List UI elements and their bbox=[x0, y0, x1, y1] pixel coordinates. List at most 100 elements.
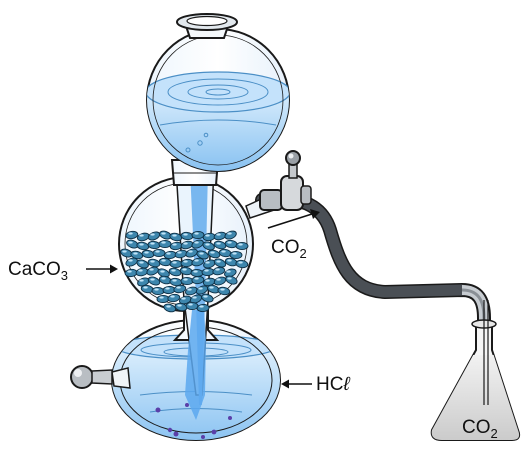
marble-chip-highlight bbox=[177, 304, 182, 307]
marble-chip bbox=[180, 276, 194, 286]
marble-chip-highlight bbox=[205, 243, 210, 246]
marble-chip bbox=[190, 268, 204, 278]
marble-chip-highlight bbox=[194, 232, 199, 235]
marble-chip-highlight bbox=[194, 277, 199, 280]
marble-chip-highlight bbox=[149, 268, 154, 271]
marble-chip-highlight bbox=[227, 277, 232, 280]
marble-chip-highlight bbox=[138, 269, 143, 272]
marble-chip-highlight bbox=[166, 305, 171, 308]
marble-chip-highlight bbox=[143, 286, 148, 289]
marble-chip bbox=[169, 259, 183, 269]
marble-chip bbox=[229, 250, 243, 260]
marble-chip-highlight bbox=[182, 268, 187, 271]
marble-chip-highlight bbox=[139, 279, 144, 282]
marble-chip-highlight bbox=[150, 242, 155, 245]
marble-chip-highlight bbox=[170, 295, 175, 298]
marble-chip-highlight bbox=[227, 259, 232, 262]
marble-chip-highlight bbox=[188, 303, 193, 306]
marble-chip-highlight bbox=[150, 233, 155, 236]
marble-chip-highlight bbox=[183, 260, 188, 263]
funnel-mouth bbox=[176, 13, 238, 39]
arrow-co2-out-icon bbox=[267, 209, 320, 229]
marble-chip bbox=[235, 241, 249, 251]
marble-chip-highlight bbox=[172, 261, 177, 264]
marble-chip-highlight bbox=[181, 297, 186, 300]
marble-chip-highlight bbox=[154, 288, 159, 291]
marble-chip bbox=[191, 230, 205, 240]
marble-chip-highlight bbox=[165, 287, 170, 290]
marble-chip-highlight bbox=[216, 278, 221, 281]
label-hcl: HCℓ bbox=[316, 374, 350, 395]
marble-chip-highlight bbox=[183, 278, 188, 281]
marble-chip-highlight bbox=[183, 233, 188, 236]
marble-chip-highlight bbox=[238, 243, 243, 246]
marble-chip-highlight bbox=[215, 268, 220, 271]
marble-chip-highlight bbox=[194, 241, 199, 244]
top-reservoir-bulb bbox=[146, 28, 290, 172]
marble-chip bbox=[152, 248, 166, 258]
marble-chip-highlight bbox=[216, 233, 221, 236]
marble-chip bbox=[162, 285, 176, 295]
marble-chip-highlight bbox=[205, 234, 210, 237]
stopcock-valve-icon[interactable] bbox=[259, 150, 312, 211]
marble-chip-highlight bbox=[221, 250, 226, 253]
label-caco3: CaCO3 bbox=[8, 259, 69, 283]
marble-chip-highlight bbox=[188, 250, 193, 253]
marble-chip-highlight bbox=[198, 287, 203, 290]
marble-chip-highlight bbox=[176, 286, 181, 289]
marble-chip-highlight bbox=[227, 241, 232, 244]
marble-chip-highlight bbox=[172, 279, 177, 282]
marble-chip-highlight bbox=[159, 296, 164, 299]
marble-chip-highlight bbox=[172, 234, 177, 237]
marble-chip-highlight bbox=[160, 270, 165, 273]
marble-chip-highlight bbox=[128, 232, 133, 235]
marble-chip-highlight bbox=[192, 296, 197, 299]
marble-chip-highlight bbox=[177, 251, 182, 254]
label-co2-flask: CO2 bbox=[462, 417, 498, 441]
marble-chip-highlight bbox=[144, 251, 149, 254]
label-co2-outlet: CO2 bbox=[271, 237, 307, 261]
marble-chip-highlight bbox=[220, 288, 225, 291]
marble-chip-highlight bbox=[194, 259, 199, 262]
marble-chip-highlight bbox=[204, 269, 209, 272]
delivery-tube bbox=[255, 191, 491, 407]
marble-chip-highlight bbox=[193, 270, 198, 273]
marble-chip-highlight bbox=[122, 250, 127, 253]
marble-chip-highlight bbox=[210, 251, 215, 254]
marble-chip bbox=[151, 286, 165, 296]
marble-chip-highlight bbox=[161, 241, 166, 244]
marble-chip-highlight bbox=[161, 259, 166, 262]
side-outlet-stopper-icon bbox=[70, 365, 131, 389]
marble-chip-highlight bbox=[172, 243, 177, 246]
marble-chip-highlight bbox=[203, 295, 208, 298]
marble-chip-highlight bbox=[127, 270, 132, 273]
marble-chip-highlight bbox=[205, 279, 210, 282]
marble-chip-highlight bbox=[183, 242, 188, 245]
marble-chip-highlight bbox=[128, 241, 133, 244]
marble-chip-highlight bbox=[139, 234, 144, 237]
marble-chip bbox=[185, 301, 199, 311]
marble-chip-highlight bbox=[199, 252, 204, 255]
arrow-hcl-icon bbox=[281, 379, 312, 389]
marble-chip-highlight bbox=[227, 232, 232, 235]
marble-chip-highlight bbox=[199, 305, 204, 308]
marble-chip-highlight bbox=[209, 286, 214, 289]
marble-chip-highlight bbox=[161, 277, 166, 280]
calcium-carbonate-chips bbox=[120, 230, 249, 313]
marble-chip-highlight bbox=[238, 261, 243, 264]
marble-chip-highlight bbox=[226, 270, 231, 273]
marble-chip-highlight bbox=[232, 252, 237, 255]
marble-chip-highlight bbox=[216, 242, 221, 245]
marble-chip-highlight bbox=[187, 288, 192, 291]
marble-chip-highlight bbox=[216, 260, 221, 263]
marble-chip bbox=[196, 303, 210, 313]
marble-chip-highlight bbox=[139, 243, 144, 246]
marble-chip bbox=[158, 239, 172, 249]
marble-chip-highlight bbox=[150, 260, 155, 263]
arrow-caco3-icon bbox=[86, 264, 118, 274]
marble-chip-highlight bbox=[133, 252, 138, 255]
marble-chip-highlight bbox=[205, 261, 210, 264]
marble-chip-highlight bbox=[166, 252, 171, 255]
marble-chip-highlight bbox=[171, 269, 176, 272]
